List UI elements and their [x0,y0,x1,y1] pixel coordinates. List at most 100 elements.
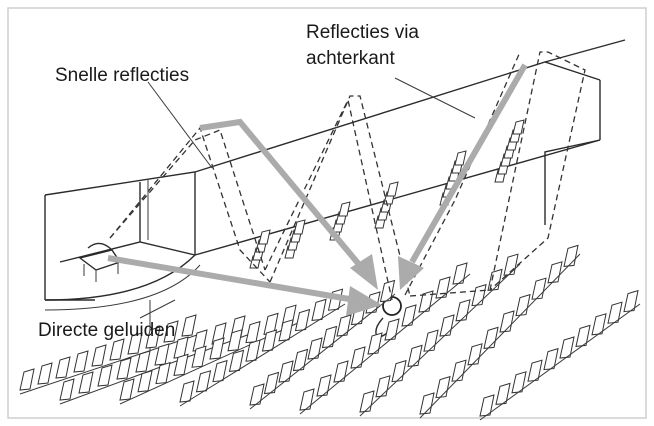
seat [135,350,151,373]
seat [499,310,515,333]
seat [73,350,89,373]
seat [391,359,407,383]
label-fast-reflections: Snelle reflecties [55,65,189,86]
seat [512,119,525,135]
seat [559,336,575,359]
seat [423,329,439,352]
seat [245,320,261,344]
seat [292,348,309,372]
seat [531,277,547,300]
seat-row-rail [479,303,641,421]
seat [191,345,207,368]
seat [333,360,349,383]
seat [119,378,135,401]
seat [479,394,495,417]
seat [55,356,71,379]
seat [307,337,323,360]
seat [278,360,294,383]
seat [435,276,451,299]
seat [163,320,179,343]
seat [455,299,471,322]
figure-frame [7,7,647,419]
seat [401,304,417,327]
label-direct-sounds: Directe geluiden [38,320,175,341]
seat [375,375,391,398]
seat [386,181,399,197]
piano-icon [78,242,122,282]
seat [407,344,423,367]
seat [367,332,383,355]
seat [515,293,531,317]
seat [19,368,35,391]
rear-reflection-arrowhead [398,256,424,290]
seat [503,253,519,276]
seat [435,375,451,399]
seat [137,370,153,393]
seat [547,261,563,284]
seat [563,244,579,267]
seat [321,325,338,349]
seat [109,338,125,361]
seat [209,337,225,360]
seat [467,343,483,366]
seat [543,347,559,371]
seat [471,283,487,307]
seat [299,388,315,411]
seat [181,314,197,337]
seat [591,313,607,336]
direct-sound-arrowhead [346,286,382,316]
seat [350,346,366,369]
label-rear-reflections-line2: achterkant [306,48,395,69]
fast-reflection-path-4 [269,95,411,297]
seat [78,371,94,394]
fast-reflection-path-3 [264,98,393,301]
direct-sound-arrow [107,255,356,303]
seat-row-rail [359,263,521,417]
seat-row-rail [419,253,581,419]
seat [155,361,171,385]
seat [511,371,527,394]
fast-reflection-path-1 [109,126,271,283]
seat [454,150,467,166]
seat [154,343,170,366]
seat [97,364,113,387]
seat [419,392,435,415]
seat [384,318,400,341]
seat-row-rail [249,293,396,410]
seat-row-rail [299,273,471,415]
sound-arrows [107,63,528,316]
seat [607,301,623,324]
seat [37,362,53,385]
seat [439,314,455,337]
fast-reflection-arrow [199,118,365,270]
fast-reflection-path-2 [109,129,266,271]
seat-row-rail [179,303,346,407]
fast-reflection-arrowhead [350,254,378,290]
seat [91,344,107,367]
seat [59,378,75,401]
seat [316,374,332,397]
seat [173,353,189,376]
seat [258,229,271,245]
seat [483,326,499,349]
label-rear-reflections-line1: Reflecties via [306,22,419,43]
reflection-paths [109,51,586,301]
seat [452,262,468,285]
seat [495,382,511,405]
seat [527,359,543,382]
seat [127,332,143,355]
seat [263,371,280,395]
rear-reflection-arrow [409,63,528,264]
seat [293,219,306,235]
seat-row-rail [19,333,201,395]
seat [227,329,243,352]
seat [575,324,591,347]
seat [623,289,639,313]
seat [451,359,467,382]
rear-reflection-path-2 [404,51,521,296]
seat [336,314,352,337]
seat [359,390,375,413]
seat [145,326,161,349]
seat [249,383,265,406]
